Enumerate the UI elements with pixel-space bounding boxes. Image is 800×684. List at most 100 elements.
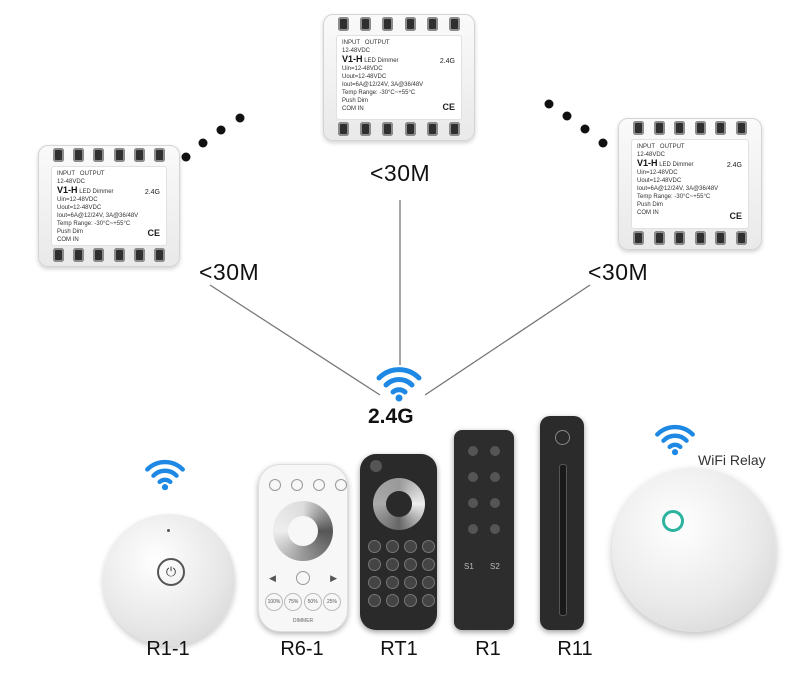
spec-line: Uout=12-48VDC <box>57 205 102 211</box>
dotted-arc-left <box>181 113 245 162</box>
spec-line: Uout=12-48VDC <box>637 178 682 184</box>
dimming-slider[interactable] <box>559 464 567 616</box>
button-icon[interactable] <box>386 576 399 589</box>
dimming-wheel[interactable] <box>273 501 333 561</box>
model-name: V1-H <box>342 54 363 64</box>
percent-75-button[interactable]: 75% <box>284 593 303 611</box>
output-label: OUTPUT <box>79 171 105 177</box>
button-icon[interactable] <box>386 540 399 553</box>
input-label: INPUT <box>57 171 75 177</box>
button-icon[interactable] <box>490 472 500 482</box>
rt1-remote <box>360 454 437 630</box>
button-icon[interactable] <box>490 498 500 508</box>
in-label: IN <box>72 237 79 243</box>
button-icon[interactable] <box>490 524 500 534</box>
s2-button[interactable]: S2 <box>490 562 500 571</box>
dimmer-module-right: INPUT OUTPUT 12-48VDC V1-H LED Dimmer Ui… <box>618 118 762 250</box>
button-icon[interactable] <box>404 576 417 589</box>
spec-line: Uout=12-48VDC <box>342 74 387 80</box>
input-label: INPUT <box>342 40 360 46</box>
percent-50-button[interactable]: 50% <box>303 593 322 611</box>
button-icon[interactable] <box>468 498 478 508</box>
r6-1-remote: ◀ ▶ 100% 75% 50% 25% DIMMER <box>258 464 348 632</box>
push-dim-label: Push Dim <box>637 202 664 208</box>
terminal-block <box>53 148 165 164</box>
model-name: V1-H <box>637 158 658 168</box>
spec-line: Uin=12-48VDC <box>342 66 383 72</box>
button-icon[interactable] <box>368 576 381 589</box>
ce-mark: CE <box>147 228 160 238</box>
button-icon[interactable] <box>313 479 325 491</box>
wifi-relay-device <box>612 468 776 632</box>
output-label: OUTPUT <box>364 40 390 46</box>
ce-mark: CE <box>442 102 455 112</box>
power-button[interactable] <box>370 460 382 472</box>
left-arrow-icon[interactable]: ◀ <box>269 572 276 583</box>
on-off-button[interactable] <box>296 571 310 585</box>
button-icon[interactable] <box>386 558 399 571</box>
com-label: COM <box>57 237 71 243</box>
button-icon[interactable] <box>368 594 381 607</box>
s1-button[interactable]: S1 <box>464 562 474 571</box>
band-label: 2.4G <box>726 162 742 169</box>
dotted-arc-right <box>544 99 608 148</box>
band-label: 2.4G <box>144 189 160 196</box>
button-icon[interactable] <box>422 594 435 607</box>
dimmer-module-center: INPUT OUTPUT 12-48VDC V1-H LED Dimmer Ui… <box>323 14 475 141</box>
top-buttons <box>269 479 347 491</box>
dimmer-label: INPUT OUTPUT 12-48VDC V1-H LED Dimmer Ui… <box>51 166 167 246</box>
button-icon[interactable] <box>404 540 417 553</box>
button-icon[interactable] <box>468 472 478 482</box>
right-arrow-icon[interactable]: ▶ <box>330 572 337 583</box>
wifi-icon <box>145 459 185 491</box>
terminal-block <box>338 122 460 138</box>
push-dim-label: Push Dim <box>57 229 84 235</box>
percent-buttons: 100% 75% 50% 25% <box>265 593 341 611</box>
distance-label-right: <30M <box>588 259 649 285</box>
button-icon[interactable] <box>269 479 281 491</box>
button-icon[interactable] <box>468 524 478 534</box>
in-label: IN <box>652 210 659 216</box>
button-icon[interactable] <box>335 479 347 491</box>
button-icon[interactable] <box>386 594 399 607</box>
button-icon[interactable] <box>368 540 381 553</box>
button-icon[interactable] <box>468 446 478 456</box>
percent-100-button[interactable]: 100% <box>265 593 283 611</box>
power-button[interactable] <box>555 430 570 445</box>
ce-mark: CE <box>729 211 742 221</box>
button-icon[interactable] <box>422 540 435 553</box>
button-icon[interactable] <box>404 594 417 607</box>
wifi-icon <box>655 424 695 456</box>
dimmer-label: INPUT OUTPUT 12-48VDC V1-H LED Dimmer Ui… <box>631 139 749 229</box>
r1-1-remote: ⏻ <box>103 514 235 646</box>
remote-label-r1: R1 <box>475 638 501 660</box>
button-icon[interactable] <box>291 479 303 491</box>
input-voltage: 12-48VDC <box>342 48 371 54</box>
spec-line: Iout=6A@12/24V, 3A@36/48V <box>637 186 719 192</box>
input-label: INPUT <box>637 144 655 150</box>
power-icon[interactable]: ⏻ <box>157 558 185 586</box>
wheel-center <box>386 491 412 517</box>
output-label: OUTPUT <box>659 144 685 150</box>
button-icon[interactable] <box>490 446 500 456</box>
r11-remote <box>540 416 584 630</box>
band-label: 2.4G <box>439 58 455 65</box>
percent-25-button[interactable]: 25% <box>322 593 341 611</box>
distance-label-left: <30M <box>199 259 260 285</box>
in-label: IN <box>357 106 364 112</box>
product-name: LED Dimmer <box>659 162 694 168</box>
r1-remote: S1 S2 <box>454 430 514 630</box>
status-led-icon <box>662 510 684 532</box>
input-voltage: 12-48VDC <box>57 179 86 185</box>
button-grid <box>368 540 435 607</box>
dimming-wheel[interactable] <box>373 478 425 530</box>
spec-line: Uin=12-48VDC <box>57 197 98 203</box>
dimmer-label: INPUT OUTPUT 12-48VDC V1-H LED Dimmer Ui… <box>336 35 462 120</box>
button-icon[interactable] <box>422 558 435 571</box>
button-icon[interactable] <box>422 576 435 589</box>
button-icon[interactable] <box>368 558 381 571</box>
button-icon[interactable] <box>404 558 417 571</box>
distance-label-center: <30M <box>370 160 431 186</box>
input-voltage: 12-48VDC <box>637 152 666 158</box>
